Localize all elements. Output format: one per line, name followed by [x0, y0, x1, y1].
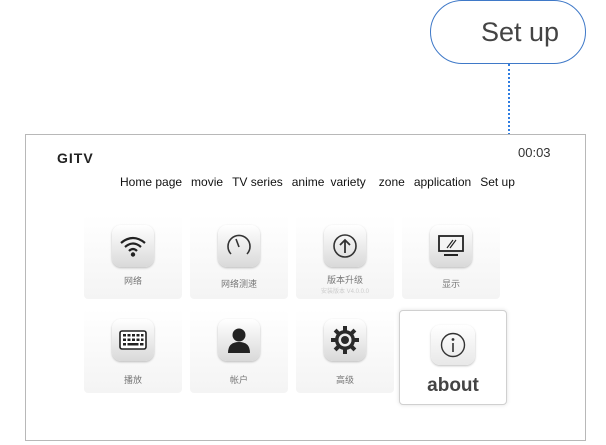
setup-callout-label: Set up	[480, 16, 559, 47]
tile-network-label: 网络	[123, 276, 142, 286]
gauge-icon	[218, 225, 260, 267]
info-icon	[431, 325, 475, 365]
tile-speed-test[interactable]: 网络测速	[190, 215, 288, 299]
tile-upgrade-sublabel: 安装版本 V4.0.0.0	[320, 289, 370, 295]
tile-display[interactable]: 显示	[402, 215, 500, 299]
clock: 00:03	[518, 145, 551, 160]
upload-arrow-icon	[324, 225, 366, 267]
nav-item-zone[interactable]: zone	[378, 175, 405, 189]
tile-about[interactable]: about	[399, 310, 507, 405]
top-nav: Home page movie TV series anime variety …	[120, 175, 524, 189]
wifi-icon	[112, 225, 154, 267]
user-icon	[218, 319, 260, 361]
tv-screen: GITV 00:03 Home page movie TV series ani…	[25, 134, 586, 441]
gitv-logo: GITV	[57, 150, 94, 166]
nav-item-home-page[interactable]: Home page	[120, 175, 183, 189]
keyboard-icon	[112, 319, 154, 361]
tile-playback[interactable]: 播放	[84, 309, 182, 393]
nav-item-set-up[interactable]: Set up	[480, 175, 515, 189]
tile-speed-test-label: 网络测速	[220, 279, 257, 289]
monitor-icon	[430, 225, 472, 267]
callout-connector	[508, 64, 510, 167]
nav-item-tv-series[interactable]: TV series	[232, 175, 283, 189]
nav-item-application[interactable]: application	[413, 175, 472, 189]
tile-about-label: about	[427, 375, 479, 396]
tile-account-label: 帐户	[229, 375, 248, 385]
tile-advanced[interactable]: 高级	[296, 309, 394, 393]
gear-icon	[324, 319, 366, 361]
tile-display-label: 显示	[441, 279, 460, 289]
setup-callout: Set up	[430, 0, 586, 64]
nav-item-variety[interactable]: variety	[330, 175, 366, 189]
tile-upgrade-label: 版本升级	[326, 275, 363, 285]
tile-upgrade[interactable]: 版本升级 安装版本 V4.0.0.0	[296, 215, 394, 299]
tile-account[interactable]: 帐户	[190, 309, 288, 393]
tile-playback-label: 播放	[123, 375, 142, 385]
nav-item-movie[interactable]: movie	[191, 175, 224, 189]
nav-item-anime[interactable]: anime	[291, 175, 325, 189]
tile-advanced-label: 高级	[335, 375, 354, 385]
tile-network[interactable]: 网络	[84, 215, 182, 299]
